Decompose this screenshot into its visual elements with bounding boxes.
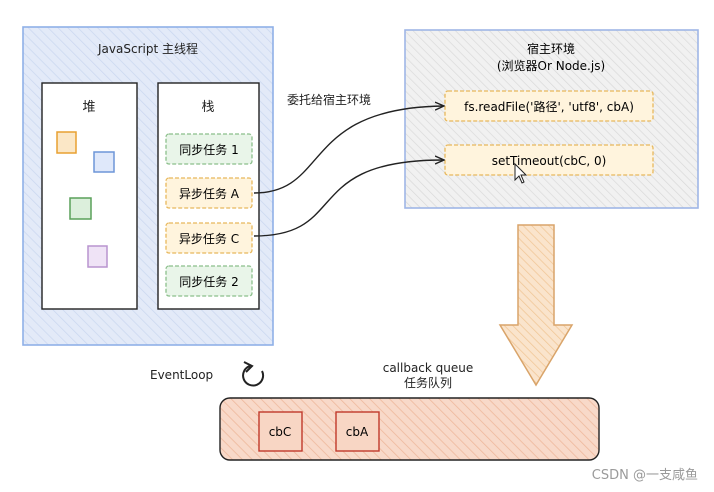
host-task-settimeout-label: setTimeout(cbC, 0) — [492, 154, 607, 168]
queue-item-cbc — [258, 411, 303, 452]
host-env-subtitle: (浏览器Or Node.js) — [497, 58, 605, 73]
stack-item-sync-1 — [165, 133, 253, 165]
heap-object-purple — [87, 245, 108, 268]
heap-box — [41, 82, 138, 310]
watermark: CSDN @一支咸鱼 — [592, 467, 698, 483]
event-loop-label: EventLoop — [150, 368, 213, 382]
stack-item-async-a — [165, 177, 253, 209]
queue-item-cbc-label: cbC — [269, 425, 292, 439]
heap-object-orange — [56, 131, 77, 154]
delegate-label: 委托给宿主环境 — [287, 92, 371, 107]
stack-item-sync-2 — [165, 265, 253, 297]
stack-panel: 栈 同步任务 1 异步任务 A 异步任务 C 同步任务 2 — [157, 82, 260, 310]
stack-item-async-c-label: 异步任务 C — [179, 231, 239, 246]
mouse-cursor-icon — [514, 162, 528, 184]
down-arrow-icon — [498, 224, 574, 387]
queue-subtitle: 任务队列 — [404, 375, 452, 390]
queue-title: callback queue — [383, 361, 474, 375]
stack-item-async-a-label: 异步任务 A — [179, 186, 240, 201]
stack-item-async-c — [165, 222, 253, 254]
arrow-async-a-to-readfile — [253, 106, 443, 194]
callback-queue-box — [219, 397, 600, 461]
callback-queue-panel: cbC cbA — [219, 397, 600, 461]
heap-panel: 堆 — [41, 82, 138, 310]
heap-label: 堆 — [82, 100, 95, 115]
host-task-readfile-label: fs.readFile('路径', 'utf8', cbA) — [464, 99, 634, 114]
host-env-title: 宿主环境 — [527, 41, 575, 56]
heap-object-blue — [93, 151, 115, 173]
stack-label: 栈 — [201, 100, 214, 115]
loop-icon — [242, 361, 265, 387]
queue-item-cba-label: cbA — [346, 425, 369, 439]
main-thread-title: JavaScript 主线程 — [97, 41, 198, 56]
heap-object-green — [69, 197, 92, 220]
stack-item-sync-2-label: 同步任务 2 — [179, 274, 238, 289]
queue-item-cba — [335, 411, 380, 452]
arrow-async-c-to-settimeout — [253, 160, 443, 237]
stack-item-sync-1-label: 同步任务 1 — [179, 142, 238, 157]
host-env-panel: 宿主环境 (浏览器Or Node.js) fs.readFile('路径', '… — [404, 29, 699, 209]
